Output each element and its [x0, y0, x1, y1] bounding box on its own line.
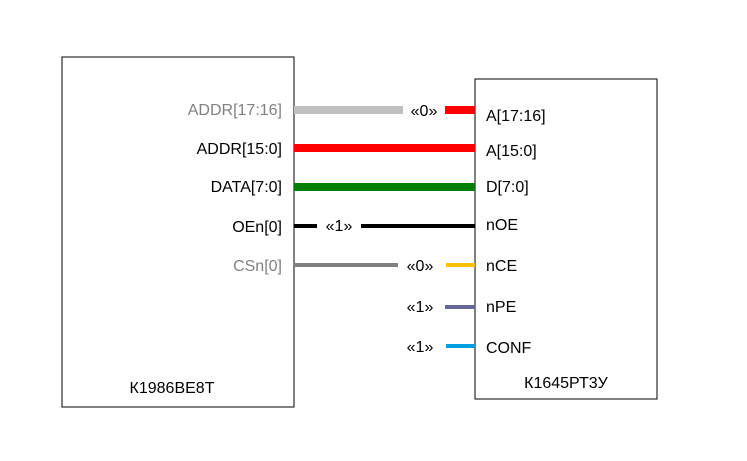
pin-a-15-0: A[15:0]: [486, 143, 537, 160]
pin-d-7-0: D[7:0]: [486, 179, 529, 196]
pin-conf: CONF: [486, 340, 532, 357]
pin-noe: nOE: [486, 217, 518, 234]
constant-label: «1»: [326, 218, 353, 235]
pin-a-17-16: A[17:16]: [486, 108, 546, 125]
constant-label: «1»: [407, 339, 434, 356]
right-chip-box: [474, 78, 658, 400]
constant-label: «0»: [411, 103, 438, 120]
right-chip-name: К1645РТ3У: [524, 375, 609, 392]
pin-data-7-0: DATA[7:0]: [211, 179, 282, 196]
pin-addr-17-16: ADDR[17:16]: [188, 102, 282, 119]
left-chip-box: [61, 56, 295, 408]
pin-npe: nPE: [486, 299, 516, 316]
left-chip-name: К1986ВЕ8Т: [130, 380, 215, 397]
pin-nce: nCE: [486, 258, 517, 275]
pin-csn-0: CSn[0]: [233, 258, 282, 275]
constant-label: «1»: [407, 299, 434, 316]
pin-oen-0: OEn[0]: [232, 219, 282, 236]
constant-label: «0»: [407, 258, 434, 275]
pin-addr-15-0: ADDR[15:0]: [197, 141, 282, 158]
